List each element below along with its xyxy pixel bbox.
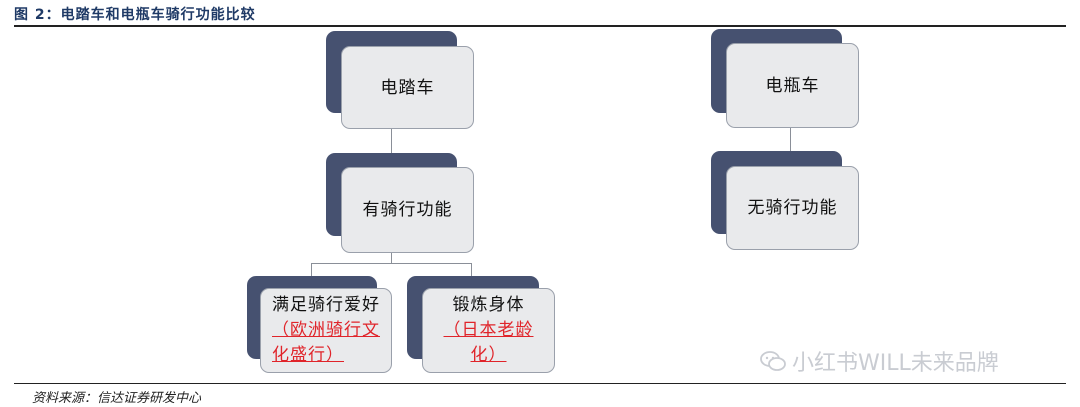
watermark: 小红书WILL未来品牌 xyxy=(760,345,999,377)
node-box: 满足骑行爱好 （欧洲骑行文化盛行） xyxy=(260,288,392,373)
connector-feature-down xyxy=(391,252,392,264)
leaf-hobby-text: 满足骑行爱好 xyxy=(272,295,380,315)
bottom-rule xyxy=(14,383,1066,384)
source-note: 资料来源：信达证券研发中心 xyxy=(32,391,202,406)
connector-escooter-to-feature xyxy=(790,128,791,166)
node-label: 无骑行功能 xyxy=(747,198,838,218)
node-box: 电踏车 xyxy=(341,46,474,129)
node-box: 有骑行功能 xyxy=(341,167,474,253)
node-label: 电瓶车 xyxy=(765,75,820,96)
figure-title: 图 2：电踏车和电瓶车骑行功能比较 xyxy=(14,7,256,23)
node-leaf-fitness: 锻炼身体 （日本老龄化） xyxy=(407,276,555,373)
leaf-hobby-note: （欧洲骑行文化盛行） xyxy=(272,320,380,365)
node-box: 无骑行功能 xyxy=(726,166,859,250)
node-ebike-feature: 有骑行功能 xyxy=(326,153,474,253)
node-label: 有骑行功能 xyxy=(362,200,453,220)
node-label: 电踏车 xyxy=(380,77,435,98)
connector-ebike-to-feature xyxy=(391,128,392,168)
node-box: 锻炼身体 （日本老龄化） xyxy=(422,288,555,373)
chat-bubble-icon xyxy=(760,351,786,371)
node-leaf-hobby: 满足骑行爱好 （欧洲骑行文化盛行） xyxy=(247,276,392,373)
node-escooter: 电瓶车 xyxy=(711,29,859,128)
leaf-fitness-note: （日本老龄化） xyxy=(443,320,534,365)
node-box: 电瓶车 xyxy=(726,43,859,128)
leaf-fitness-text: 锻炼身体 xyxy=(452,295,525,315)
connector-branch-horizontal xyxy=(311,263,472,264)
watermark-text: 小红书WILL未来品牌 xyxy=(792,351,999,376)
top-rule xyxy=(14,25,1066,27)
node-escooter-feature: 无骑行功能 xyxy=(711,151,859,250)
node-ebike: 电踏车 xyxy=(326,31,474,129)
